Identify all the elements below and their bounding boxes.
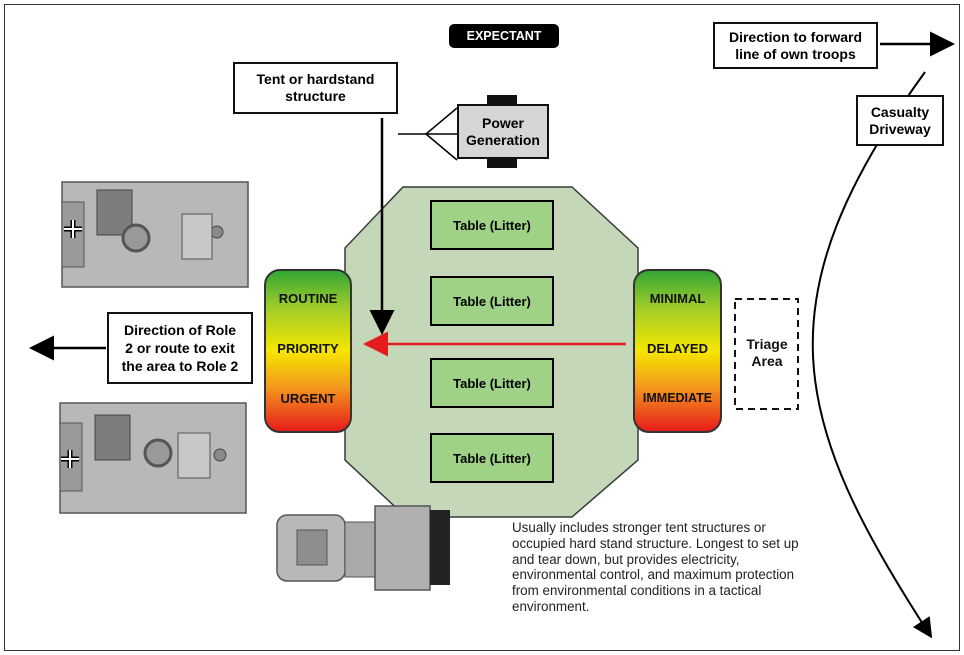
diagram-frame	[4, 4, 960, 651]
left-priority-strip: ROUTINE PRIORITY URGENT	[264, 269, 352, 433]
triage-area-label: Triage Area	[746, 336, 788, 369]
forward-direction-label: Direction to forward line of own troops	[713, 22, 878, 69]
right-priority-strip: MINIMAL DELAYED IMMEDIATE	[633, 269, 722, 433]
litter-table-3: Table (Litter)	[430, 358, 554, 408]
priority-minimal: MINIMAL	[649, 291, 706, 306]
priority-priority: PRIORITY	[277, 341, 339, 356]
priority-urgent: URGENT	[280, 391, 336, 406]
triage-area-border	[734, 298, 799, 410]
structure-description-note: Usually includes stronger tent structure…	[512, 520, 799, 614]
casualty-driveway-curve	[811, 71, 933, 639]
litter-table-1: Table (Litter)	[430, 200, 554, 250]
priority-immediate: IMMEDIATE	[642, 391, 713, 405]
ambulance-vehicle-bottom	[59, 402, 247, 514]
expectant-label: EXPECTANT	[449, 24, 559, 48]
tent-structure-label: Tent or hardstand structure	[233, 62, 398, 114]
casualty-driveway-label: Casualty Driveway	[856, 95, 944, 146]
role2-direction-label: Direction of Role 2 or route to exit the…	[107, 312, 253, 384]
generator-top-block	[487, 95, 517, 105]
litter-table-2: Table (Litter)	[430, 276, 554, 326]
power-generation-box: Power Generation	[457, 104, 549, 159]
generator-truck	[276, 505, 450, 591]
priority-delayed: DELAYED	[647, 341, 708, 356]
litter-table-4: Table (Litter)	[430, 433, 554, 483]
generator-bottom-block	[487, 158, 517, 168]
ambulance-vehicle-top	[61, 181, 249, 288]
priority-routine: ROUTINE	[278, 291, 338, 306]
